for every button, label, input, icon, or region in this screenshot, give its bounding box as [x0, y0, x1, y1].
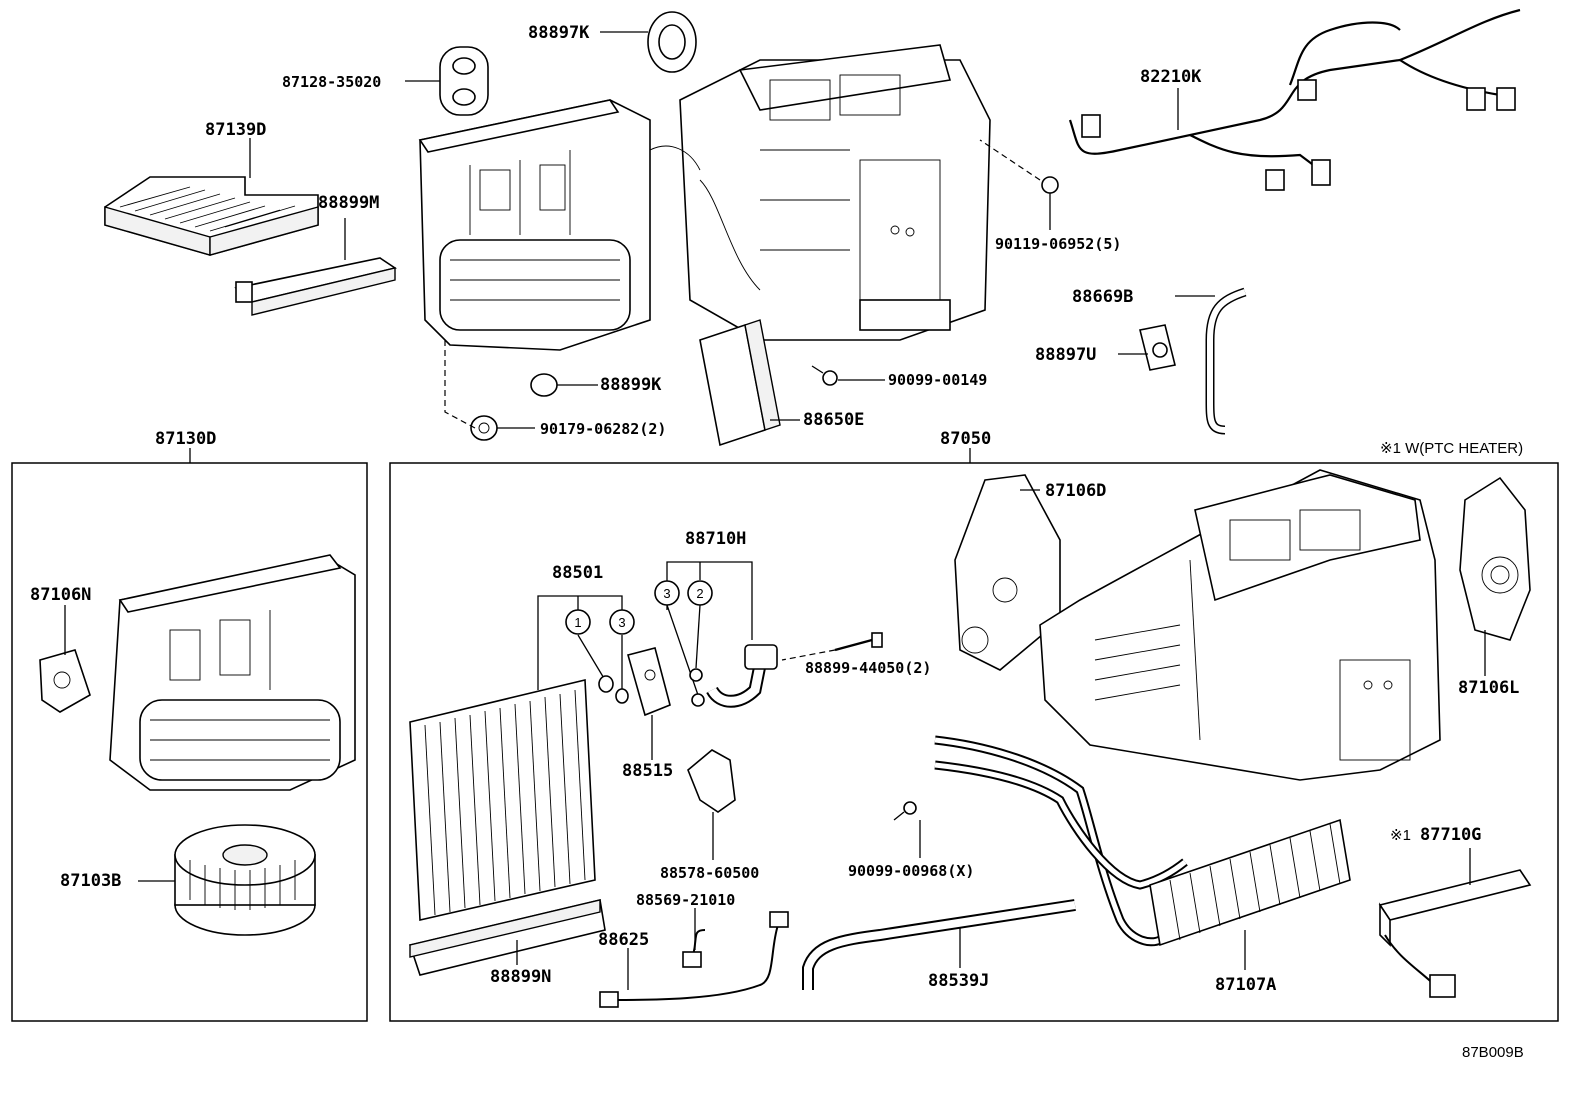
- svg-text:2: 2: [696, 586, 703, 601]
- seal-88897k: [647, 11, 697, 73]
- ref-circle-3b: 3: [654, 580, 680, 606]
- note-ptc-heater: ※1 W(PTC HEATER): [1380, 440, 1523, 457]
- label-87710g-mark: ※1: [1390, 827, 1411, 844]
- label-88710h: 88710H: [685, 529, 746, 549]
- cabin-filter-87139d: [104, 176, 319, 256]
- insulator-88578-60500: [687, 749, 736, 813]
- label-88897k: 88897K: [528, 23, 590, 43]
- expansion-valve-88515: [627, 647, 671, 717]
- label-87103b: 87103B: [60, 871, 121, 891]
- label-88899k: 88899K: [600, 375, 662, 395]
- svg-text:3: 3: [618, 615, 625, 630]
- label-88539j: 88539J: [928, 971, 989, 991]
- sensor-88569-21010: [599, 911, 789, 1008]
- drain-hose-88539j: [802, 899, 1076, 990]
- label-88578-60500: 88578-60500: [660, 864, 759, 882]
- label-87050: 87050: [940, 429, 991, 449]
- ptc-heater-87710g: [1378, 869, 1532, 998]
- bolt-88899-44050: [834, 632, 883, 652]
- label-90119-06952: 90119-06952(5): [995, 235, 1121, 253]
- label-90179-06282: 90179-06282(2): [540, 420, 666, 438]
- label-88650e: 88650E: [803, 410, 864, 430]
- label-88625: 88625: [598, 930, 649, 950]
- label-87106l: 87106L: [1458, 678, 1519, 698]
- label-87128-35020: 87128-35020: [282, 73, 381, 91]
- grommet-88899k: [530, 373, 558, 397]
- drain-hose-88669b: [1205, 287, 1247, 435]
- blower-motor-87103b: [174, 824, 316, 936]
- label-90099-00968: 90099-00968(X): [848, 862, 974, 880]
- label-87130d: 87130D: [155, 429, 216, 449]
- label-88899m: 88899M: [318, 193, 379, 213]
- label-88669b: 88669B: [1072, 287, 1133, 307]
- label-87106d: 87106D: [1045, 481, 1106, 501]
- label-88899-44050: 88899-44050(2): [805, 659, 931, 677]
- cover-88899n: [408, 899, 606, 976]
- label-87106n: 87106N: [30, 585, 91, 605]
- ac-amplifier-88650e: [699, 319, 781, 447]
- bracket-88897u: [1139, 324, 1176, 371]
- evaporator-88501: [409, 678, 596, 921]
- ref-circle-1: 1: [565, 609, 591, 635]
- heater-core-87107a: [934, 735, 1351, 947]
- heater-unit-87050: [1039, 469, 1441, 781]
- actuator-87106n: [39, 649, 91, 713]
- screw-90119-06952: [1041, 176, 1059, 230]
- hvac-unit-assembly: [418, 44, 991, 351]
- ref-circle-2: 2: [687, 580, 713, 606]
- label-90099-00149: 90099-00149: [888, 371, 987, 389]
- label-82210k: 82210K: [1140, 67, 1202, 87]
- label-88501: 88501: [552, 563, 603, 583]
- screw-90099-00149: [811, 365, 838, 386]
- actuator-87106d: [954, 474, 1061, 671]
- svg-text:1: 1: [574, 615, 581, 630]
- grommet-87128-35020: [439, 46, 489, 116]
- label-87710g: 87710G: [1420, 825, 1481, 845]
- ref-circle-3a: 3: [609, 609, 635, 635]
- label-88569-21010: 88569-21010: [636, 891, 735, 909]
- diagram-code: 87B009B: [1462, 1044, 1524, 1061]
- filter-cover-88899m: [234, 257, 397, 316]
- actuator-87106l: [1459, 476, 1531, 641]
- label-88897u: 88897U: [1035, 345, 1096, 365]
- label-88515: 88515: [622, 761, 673, 781]
- screw-90099-00968: [893, 801, 917, 821]
- label-87107a: 87107A: [1215, 975, 1276, 995]
- svg-text:3: 3: [663, 586, 670, 601]
- blower-case-87130d: [109, 554, 356, 791]
- wire-harness-82210k: [1068, 8, 1521, 191]
- label-87139d: 87139D: [205, 120, 266, 140]
- box-87050: [389, 462, 1559, 1022]
- suction-pipe-88710h: [706, 644, 778, 708]
- label-88899n: 88899N: [490, 967, 551, 987]
